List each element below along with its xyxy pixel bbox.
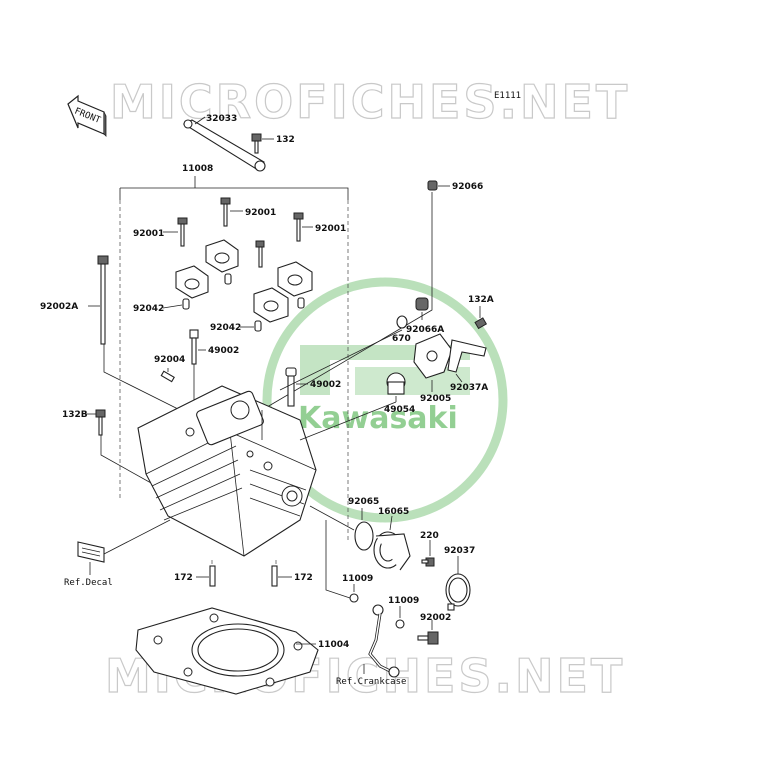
- label-220: 220: [420, 531, 439, 541]
- part-92001-bolt-c: [293, 212, 304, 242]
- part-camshaft-cap-d: [253, 287, 289, 323]
- part-92004-stud: [160, 370, 175, 383]
- part-camshaft-cap-c: [277, 261, 313, 297]
- label-92037: 92037: [444, 546, 475, 556]
- part-92037A-arm: [447, 339, 487, 373]
- part-dowel-c: [297, 297, 305, 309]
- part-11009-washer-b: [395, 619, 405, 629]
- label-172-a: 172: [174, 573, 193, 583]
- label-132A: 132A: [468, 295, 494, 305]
- part-camshaft-cap-b: [175, 265, 209, 299]
- diagram-code: E1111: [494, 91, 521, 101]
- label-92066: 92066: [452, 182, 483, 192]
- label-49002-a: 49002: [208, 346, 239, 356]
- part-670-oring: [396, 315, 408, 329]
- label-92001-c: 92001: [315, 224, 346, 234]
- label-ref-crankcase: Ref.Crankcase: [336, 677, 406, 687]
- part-49002-tappet-b: [285, 367, 297, 407]
- label-132-top: 132: [276, 135, 295, 145]
- label-92037A: 92037A: [450, 383, 488, 393]
- part-92001-bolt-a: [177, 217, 188, 247]
- label-172-b: 172: [294, 573, 313, 583]
- part-16065-intake-holder: [373, 531, 411, 571]
- part-11009-washer-a: [349, 593, 359, 603]
- part-92001-bolt-b: [220, 197, 231, 227]
- label-49054: 49054: [384, 405, 415, 415]
- part-132A-bolt: [474, 317, 488, 330]
- label-32033: 32033: [206, 114, 237, 124]
- label-670: 670: [392, 334, 411, 344]
- label-92066A: 92066A: [406, 325, 444, 335]
- part-32033-strap: [182, 119, 266, 172]
- part-92002-bolt: [417, 631, 439, 645]
- label-ref-decal: Ref.Decal: [64, 578, 113, 588]
- part-172-stud-b: [271, 565, 278, 587]
- part-220-screw: [421, 557, 435, 567]
- part-bolt-center: [255, 240, 265, 268]
- label-92042-a: 92042: [133, 304, 164, 314]
- part-cylinder-head: [137, 385, 317, 557]
- part-132-bolt: [251, 133, 262, 154]
- label-92001-b: 92001: [245, 208, 276, 218]
- label-11009-a: 11009: [342, 574, 373, 584]
- label-92002A: 92002A: [40, 302, 78, 312]
- label-11009-b: 11009: [388, 596, 419, 606]
- label-92004: 92004: [154, 355, 185, 365]
- label-92065: 92065: [348, 497, 379, 507]
- part-92005-bracket: [413, 333, 453, 379]
- part-92037-clamp: [445, 573, 471, 611]
- label-11004: 11004: [318, 640, 349, 650]
- part-92066-plug: [427, 180, 438, 191]
- label-92042-b: 92042: [210, 323, 241, 333]
- label-92001-a: 92001: [133, 229, 164, 239]
- label-11008: 11008: [182, 164, 213, 174]
- part-49002-tappet-a: [189, 329, 199, 365]
- kawasaki-logo-text: Kawasaki: [298, 401, 458, 436]
- part-132B-bolt: [95, 409, 106, 436]
- part-11004-head-gasket: [135, 607, 319, 695]
- part-92065-oring: [354, 521, 374, 551]
- part-92066A-plug: [415, 297, 429, 311]
- label-16065: 16065: [378, 507, 409, 517]
- part-92042-dowel-b: [254, 320, 262, 332]
- part-decal: [77, 541, 105, 563]
- part-92042-dowel-a: [182, 298, 190, 310]
- label-49002-b: 49002: [310, 380, 341, 390]
- part-49054-cap: [386, 372, 406, 395]
- label-92002: 92002: [420, 613, 451, 623]
- part-172-stud-a: [209, 565, 216, 587]
- part-92002A-long-bolt: [97, 255, 109, 345]
- watermark-top: MICROFICHES.NET: [110, 75, 630, 129]
- label-92005: 92005: [420, 394, 451, 404]
- front-arrow-icon: FRONT: [67, 94, 107, 137]
- part-camshaft-cap-a: [205, 239, 239, 273]
- part-dowel-b: [224, 273, 232, 285]
- label-132B: 132B: [62, 410, 88, 420]
- part-oil-pipe: [368, 604, 400, 678]
